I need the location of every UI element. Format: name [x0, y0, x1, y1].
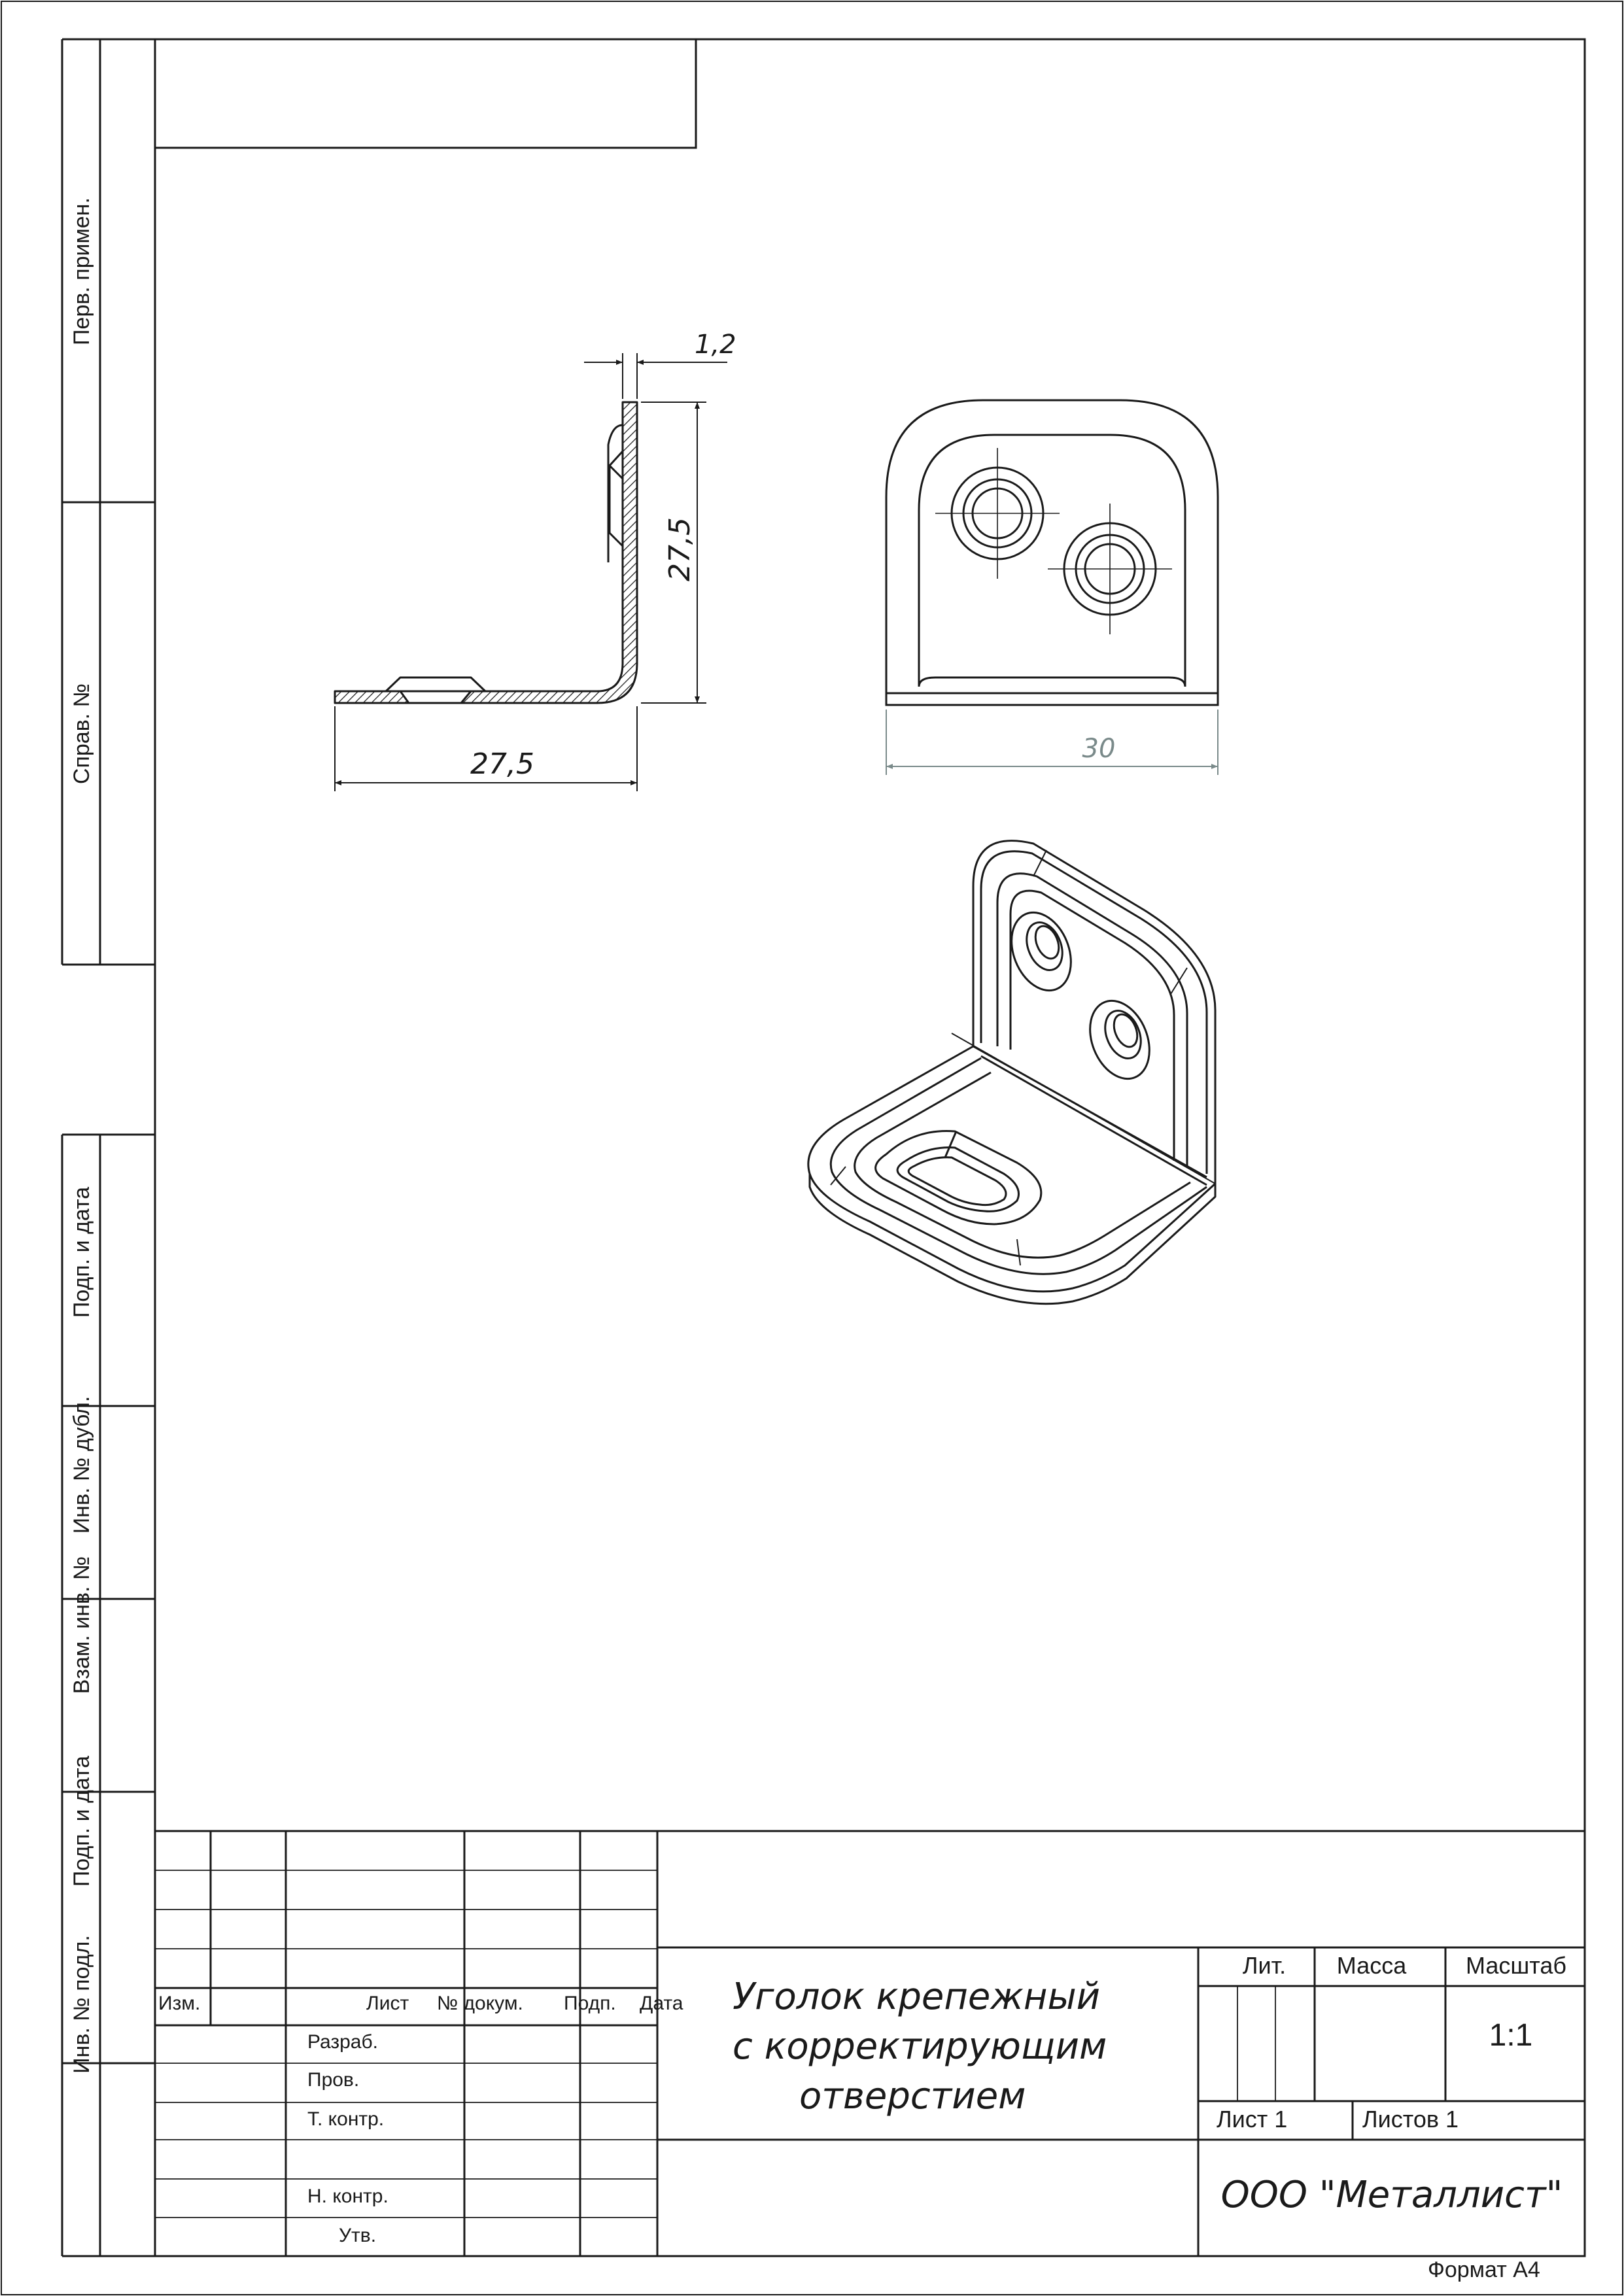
part-name-line-2: с корректирующим: [733, 2025, 1107, 2068]
dim-width: [886, 710, 1218, 775]
col-list-label: Лист: [366, 1993, 409, 2014]
scale-value: 1:1: [1489, 2018, 1533, 2053]
front-hole-2: [1048, 504, 1172, 634]
front-view: [885, 399, 1219, 706]
section-hatching: [334, 401, 638, 704]
part-name-line-3: отверстием: [799, 2075, 1026, 2117]
side-stamp-labels: Перв. примен. Справ. № Подп. и дата Инв.…: [69, 197, 94, 2074]
dim-thickness: [584, 353, 727, 399]
sprav-no-label: Справ. №: [69, 683, 94, 784]
side-stamp: [61, 38, 155, 2257]
col-no-dokum-label: № докум.: [437, 1993, 523, 2014]
dim-height-label: 27,5: [663, 517, 697, 581]
title-block-grid: [155, 1830, 1585, 2256]
part-name-line-1: Уголок крепежный: [733, 1976, 1100, 2018]
dim-thickness-label: 1,2: [695, 330, 736, 360]
format-label: Формат А4: [1428, 2257, 1540, 2282]
sheets-label: Листов 1: [1362, 2106, 1459, 2133]
front-outline: [885, 399, 1219, 706]
col-podp-label: Подп.: [564, 1993, 616, 2014]
hdr-masshtab-label: Масштаб: [1466, 1952, 1566, 1979]
side-recess: [608, 450, 624, 547]
sheet-label: Лист 1: [1217, 2106, 1287, 2133]
iso-hole-1: [1011, 911, 1072, 992]
vzam-inv-no-label: Взам. инв. №: [69, 1556, 94, 1694]
col-data-label: Дата: [640, 1993, 683, 2014]
iso-vertical-plate: [972, 840, 1217, 1177]
inv-no-podl-label: Инв. № подл.: [69, 1935, 94, 2074]
bottom-recess: [385, 676, 487, 704]
title-block-text: Изм. Лист № докум. Подп. Дата Разраб. Пр…: [158, 1952, 1566, 2282]
flange-bump: [607, 424, 623, 562]
dim-length-label: 27,5: [470, 747, 534, 781]
front-inner-bend: [918, 434, 1186, 687]
podp-data-label-1: Подп. и дата: [69, 1187, 94, 1318]
iso-hole-2: [1089, 999, 1150, 1080]
row-utv-label: Утв.: [339, 2225, 376, 2246]
hdr-lit-label: Лит.: [1243, 1952, 1286, 1979]
isometric-view: [807, 840, 1217, 1305]
top-additional-box: [154, 38, 697, 149]
podp-data-label-2: Подп. и дата: [69, 1756, 94, 1887]
iso-slot: [874, 1129, 1043, 1225]
row-t-kontr-label: Т. контр.: [307, 2108, 384, 2130]
perv-primen-label: Перв. примен.: [69, 197, 94, 345]
front-hole-1: [935, 448, 1060, 579]
inv-no-dubl-label: Инв. № дубл.: [69, 1396, 94, 1534]
organization-name: ООО "Металлист": [1221, 2174, 1563, 2216]
side-section-view: [334, 401, 638, 704]
dim-height: [641, 402, 706, 704]
row-prov-label: Пров.: [307, 2069, 359, 2091]
dim-length: [334, 706, 638, 791]
hdr-massa-label: Масса: [1337, 1952, 1407, 1979]
iso-horizontal-plate: [807, 1045, 1217, 1293]
row-n-kontr-label: Н. контр.: [307, 2185, 389, 2207]
row-razrab-label: Разраб.: [307, 2031, 378, 2053]
col-izm-label: Изм.: [158, 1993, 200, 2014]
dim-width-label: 30: [1082, 734, 1116, 764]
